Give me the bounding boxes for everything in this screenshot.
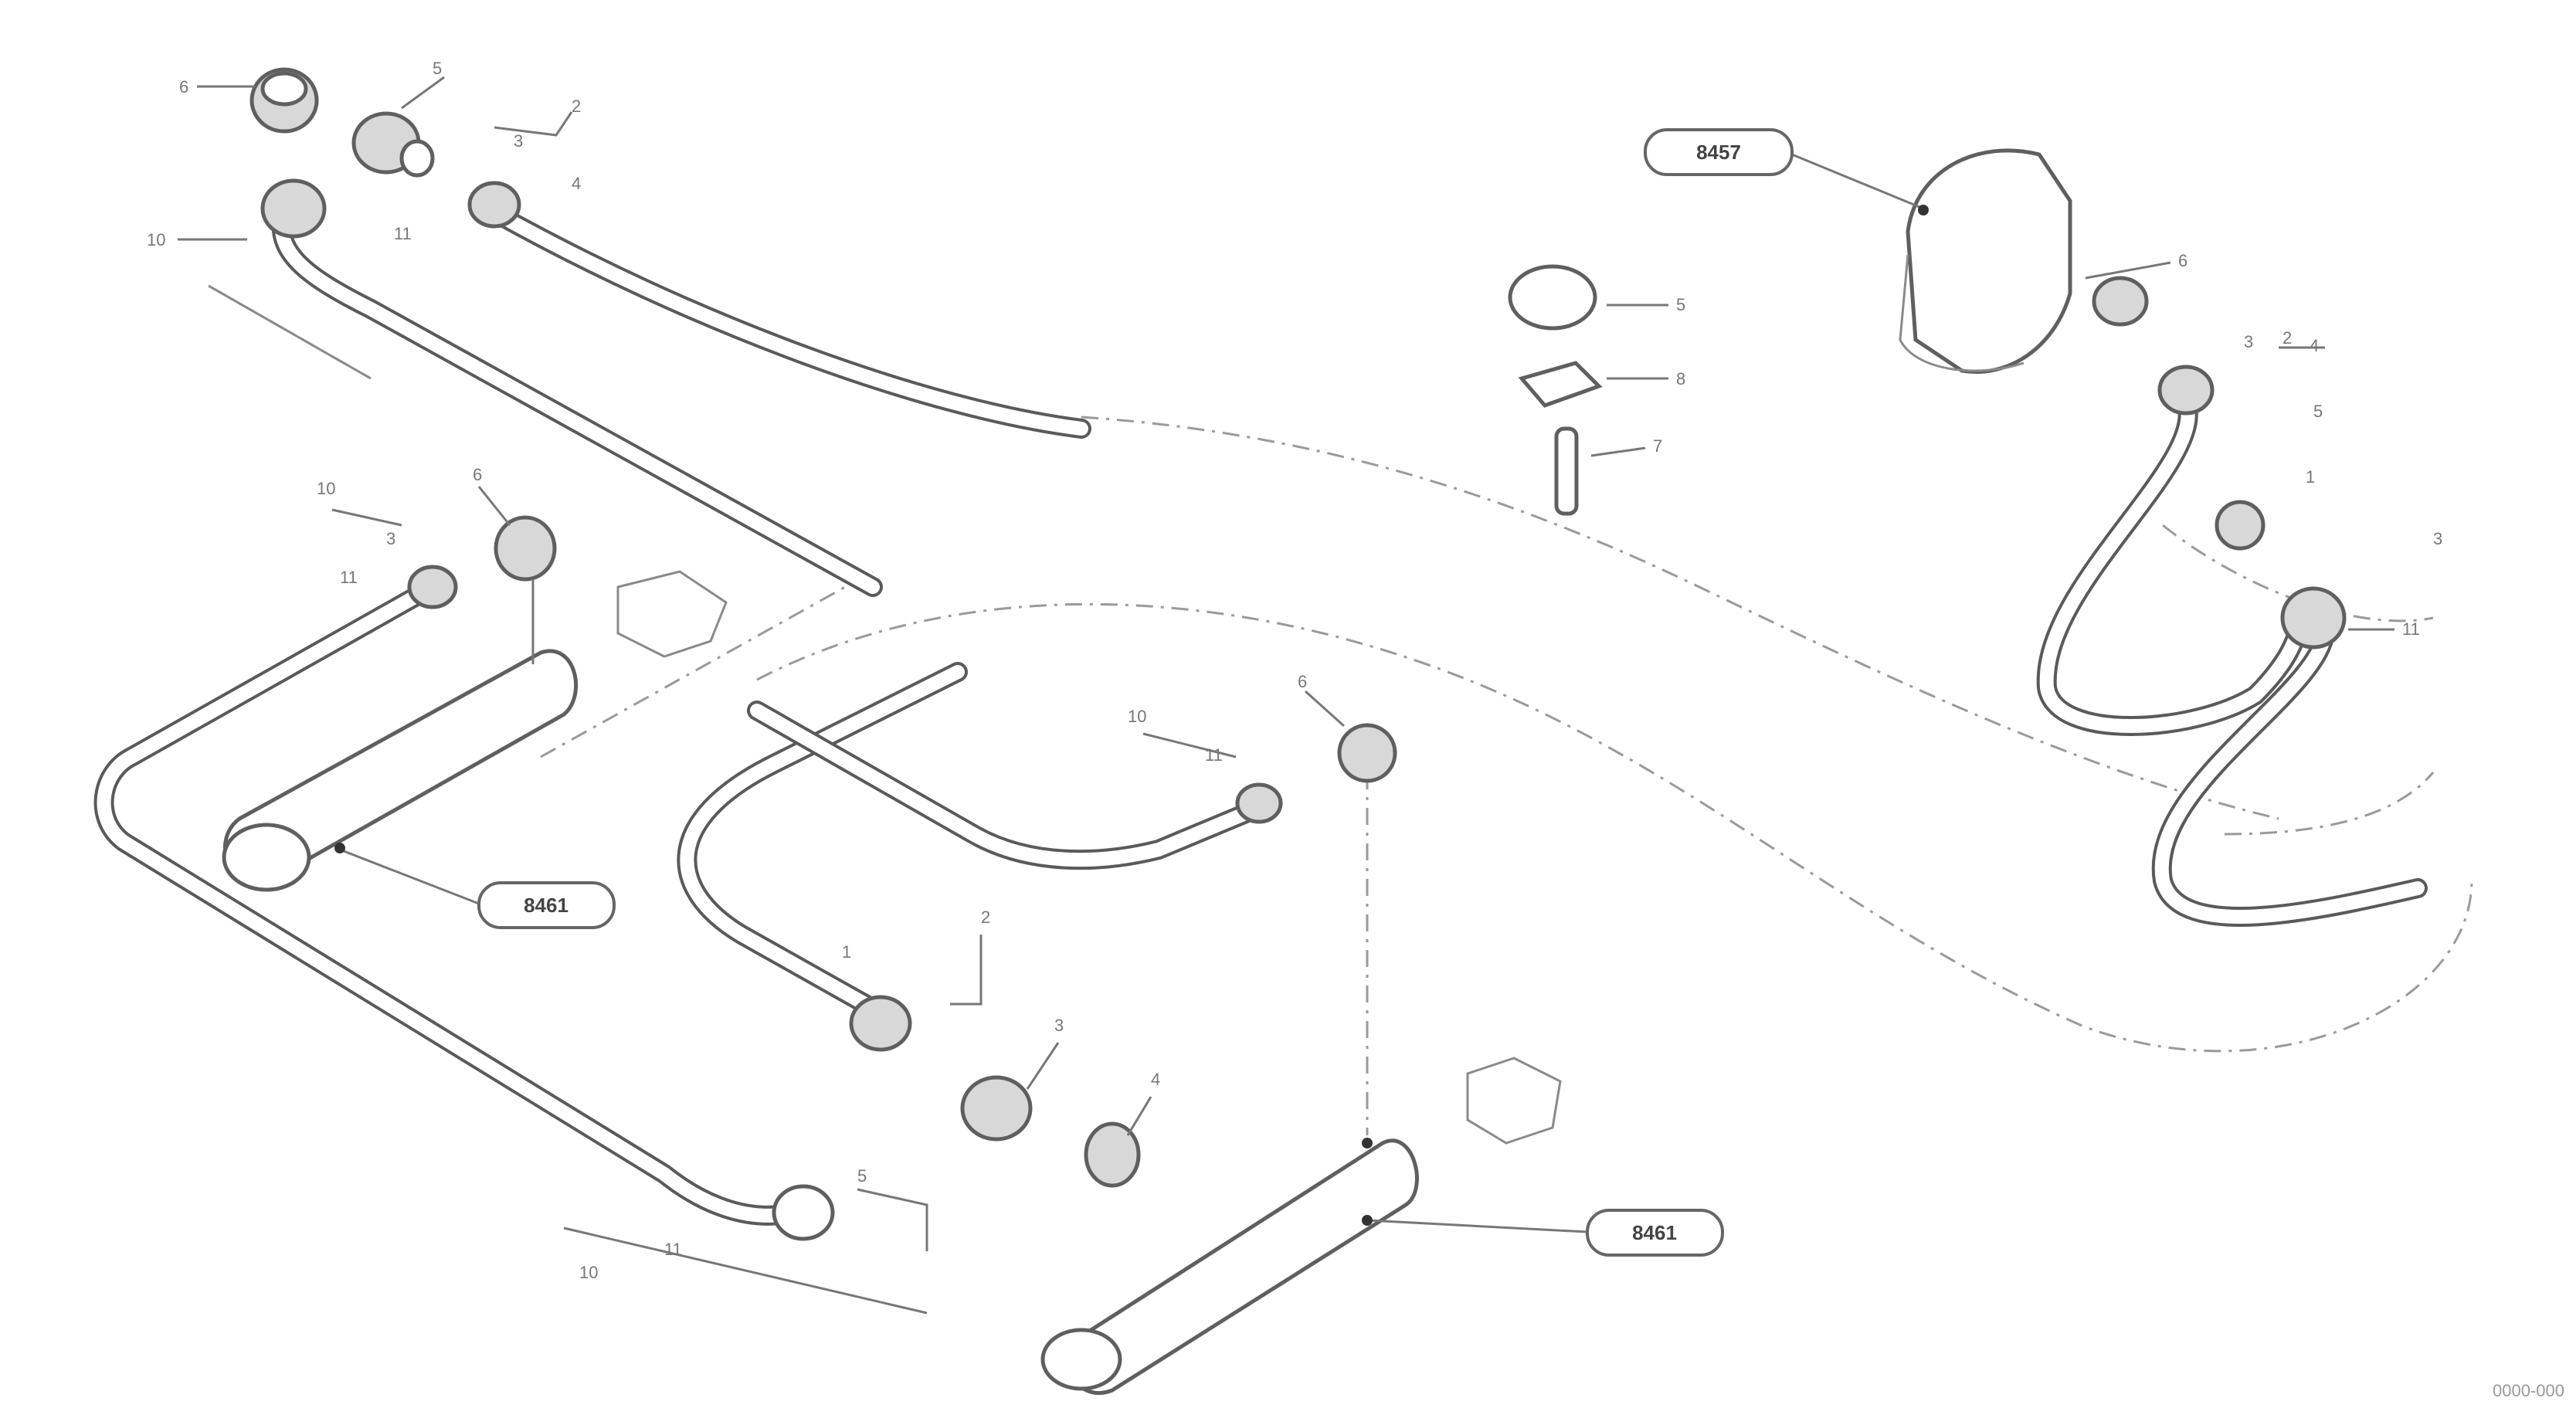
callout: 3 xyxy=(386,529,395,548)
callout: 1 xyxy=(842,942,851,962)
pipe-end-fitting xyxy=(407,565,458,609)
hose-fitting xyxy=(467,181,521,229)
callout: 3 xyxy=(2244,332,2253,351)
callout: 6 xyxy=(473,465,482,484)
callout: 5 xyxy=(2313,402,2323,421)
hose-fitting xyxy=(2157,365,2215,416)
callout: 10 xyxy=(317,479,335,498)
adapter-fitting xyxy=(849,995,912,1052)
connection-lines xyxy=(208,284,2473,1135)
callout: 2 xyxy=(572,97,581,116)
hose-fitting xyxy=(1235,782,1283,824)
callout: 5 xyxy=(1676,295,1685,314)
elbow-fitting xyxy=(1337,723,1397,783)
elbow-fitting xyxy=(1084,1121,1141,1188)
callout: 3 xyxy=(1054,1016,1064,1035)
callout: 3 xyxy=(514,131,523,151)
callout: 11 xyxy=(2402,619,2420,639)
callout: 2 xyxy=(981,908,990,927)
callout: 4 xyxy=(572,174,581,193)
elbow-fitting xyxy=(2280,586,2347,650)
valve-block xyxy=(1906,148,2072,374)
callout: 6 xyxy=(1298,672,1307,691)
bolt-assembly xyxy=(1508,264,1603,516)
adapter-fitting xyxy=(2215,500,2265,551)
callout: 5 xyxy=(857,1166,867,1186)
right-pipe-assembly xyxy=(1899,148,2428,927)
callout: 10 xyxy=(1128,707,1146,726)
callout: 1 xyxy=(2306,467,2315,487)
callout: 4 xyxy=(2310,336,2319,355)
elbow-fitting xyxy=(260,178,327,239)
reference-box xyxy=(477,881,616,929)
callout: 7 xyxy=(1653,436,1662,456)
elbow-fitting xyxy=(494,515,557,582)
callout: 3 xyxy=(2433,529,2442,548)
callout: 6 xyxy=(179,77,188,97)
callout: 10 xyxy=(147,230,165,249)
callout: 4 xyxy=(1151,1070,1160,1089)
centre-pipe-assembly xyxy=(677,662,1562,1395)
washer xyxy=(1518,361,1603,408)
callout: 8 xyxy=(1676,369,1685,388)
reference-box xyxy=(1644,128,1794,176)
upper-left-pipe-assembly xyxy=(208,67,1091,597)
adapter-fitting xyxy=(960,1075,1033,1142)
callout: 11 xyxy=(340,568,358,587)
mid-left-pipe-assembly xyxy=(93,515,835,1241)
reference-label: 8461 xyxy=(524,894,568,917)
callout: 6 xyxy=(2178,251,2187,270)
reference-box xyxy=(1586,1209,1724,1257)
bolt xyxy=(1554,426,1579,516)
adapter-fitting xyxy=(2092,276,2149,327)
reference-label: 8457 xyxy=(1696,141,1741,164)
reference-boxes: 8457 8461 8461 xyxy=(334,128,1929,1257)
callout: 2 xyxy=(2282,328,2292,348)
drawing-code: 0000-000 xyxy=(2493,1381,2564,1400)
callout: 5 xyxy=(433,59,442,78)
callout: 11 xyxy=(1205,745,1223,765)
clamp xyxy=(1508,264,1597,331)
callouts: 6 5 2 3 4 10 11 10 3 11 6 10 11 6 5 8 7 … xyxy=(147,59,2442,1315)
reference-label: 8461 xyxy=(1632,1221,1677,1244)
callout: 11 xyxy=(394,224,412,243)
callout: 10 xyxy=(579,1263,598,1282)
callout: 11 xyxy=(664,1240,682,1259)
